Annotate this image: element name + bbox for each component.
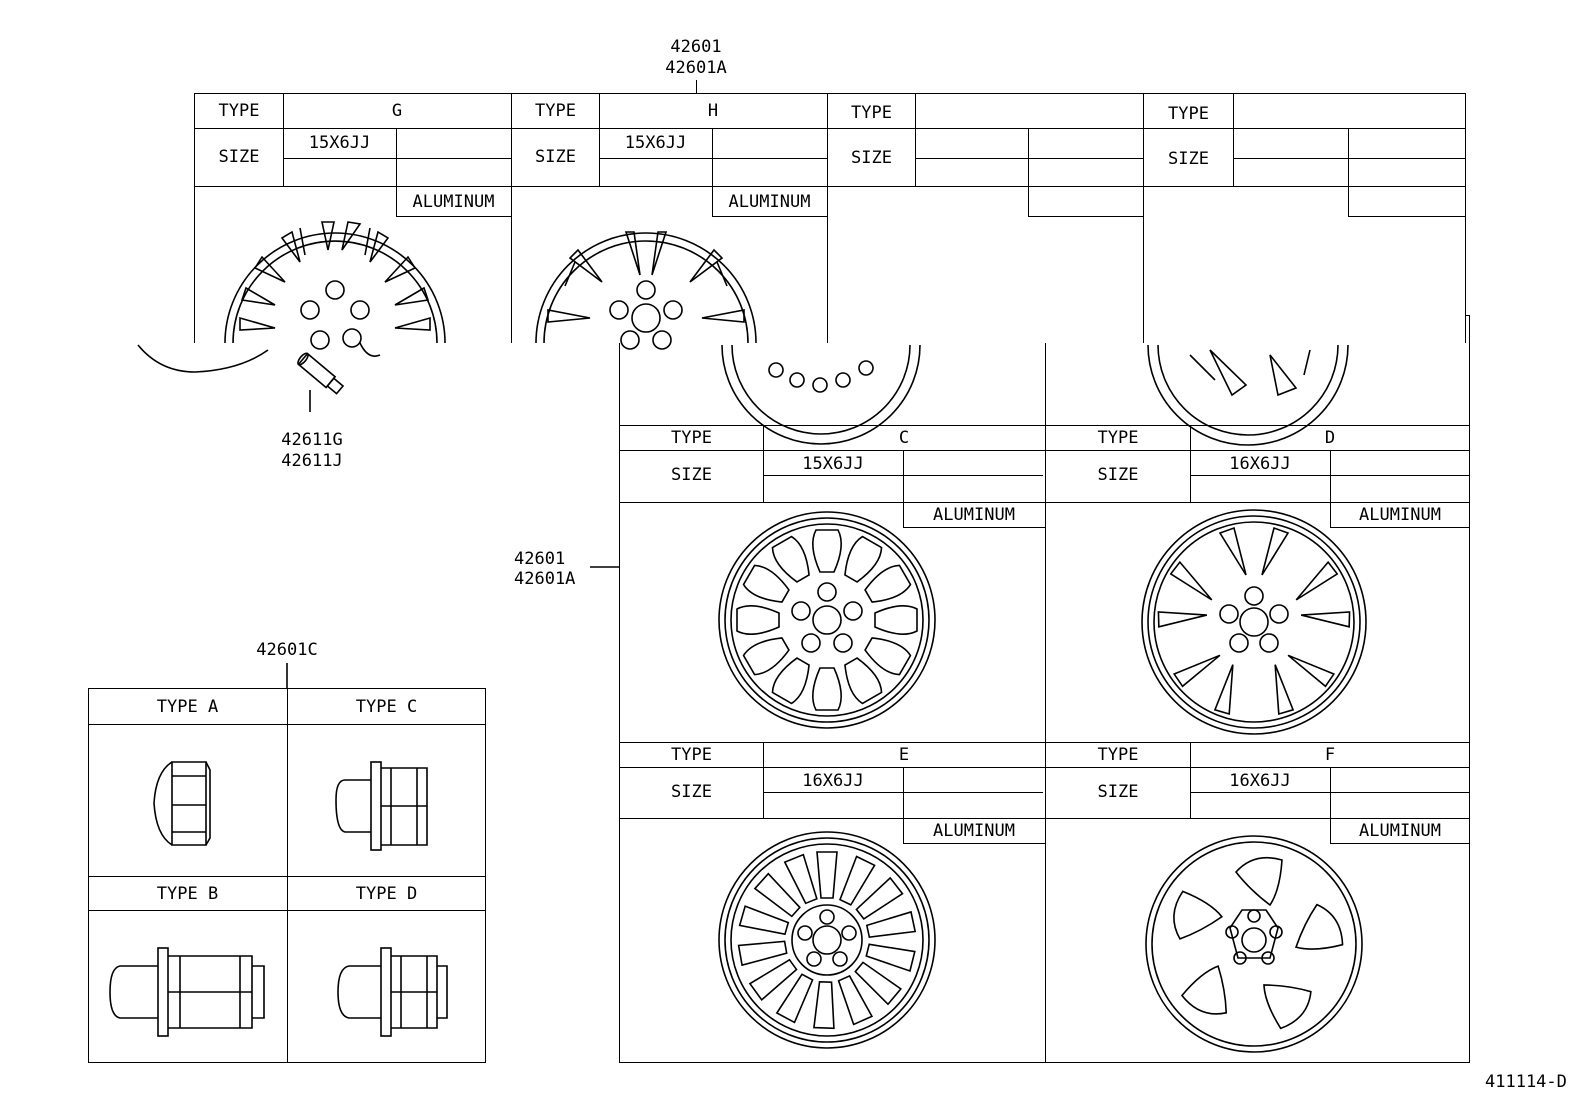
top-wheel-table (194, 93, 1466, 343)
wheel-size-c: 15X6JJ (802, 454, 864, 474)
type-label: TYPE (671, 745, 712, 765)
type-label: TYPE (218, 101, 260, 121)
type-label: TYPE (535, 101, 576, 121)
wheel-part-number-alt: 42601A (514, 569, 576, 589)
wheel-type-f: F (1324, 745, 1336, 765)
wheel-material-g: ALUMINUM (412, 192, 495, 212)
size-label: SIZE (1097, 465, 1139, 485)
wheel-type-c: C (898, 428, 910, 448)
type-label: TYPE (1097, 428, 1139, 448)
size-label: SIZE (671, 465, 712, 485)
wheel-material-f: ALUMINUM (1359, 821, 1441, 841)
valve-part-number-alt: 42611J (281, 451, 343, 471)
wheel-type-g: G (391, 101, 403, 121)
size-label: SIZE (535, 147, 576, 167)
wheel-type-d: D (1324, 428, 1336, 448)
wheel-size-h: 15X6JJ (624, 133, 687, 153)
nut-type-d-label: TYPE D (355, 884, 418, 904)
valve-stem-illustration (297, 352, 345, 395)
valve-part-number: 42611G (281, 430, 343, 450)
wheel-size-g: 15X6JJ (308, 133, 371, 153)
wheel-material-c: ALUMINUM (933, 505, 1015, 525)
nut-type-a-label: TYPE A (156, 697, 219, 717)
type-label: TYPE (851, 103, 892, 123)
wheel-material-e: ALUMINUM (933, 821, 1015, 841)
nut-type-b-label: TYPE B (156, 884, 219, 904)
wheel-size-f: 16X6JJ (1229, 771, 1291, 791)
size-label: SIZE (218, 147, 260, 167)
wheel-type-h: H (707, 101, 719, 121)
size-label: SIZE (851, 148, 892, 168)
nut-type-c-label: TYPE C (355, 697, 418, 717)
wheel-size-d: 16X6JJ (1229, 454, 1291, 474)
size-label: SIZE (671, 782, 712, 802)
size-label: SIZE (1168, 149, 1209, 169)
type-label: TYPE (671, 428, 712, 448)
top-part-number-alt: 42601A (665, 58, 727, 78)
size-label: SIZE (1097, 782, 1139, 802)
wheel-type-e: E (898, 745, 910, 765)
wheel-material-d: ALUMINUM (1359, 505, 1441, 525)
wheel-material-h: ALUMINUM (728, 192, 811, 212)
type-label: TYPE (1168, 104, 1209, 124)
wheel-size-e: 16X6JJ (802, 771, 864, 791)
type-label: TYPE (1097, 745, 1139, 765)
diagram-code: 411114-D (1485, 1072, 1567, 1092)
wheel-part-number: 42601 (514, 549, 566, 569)
nut-part-number: 42601C (256, 640, 318, 660)
top-part-number: 42601 (670, 37, 722, 57)
